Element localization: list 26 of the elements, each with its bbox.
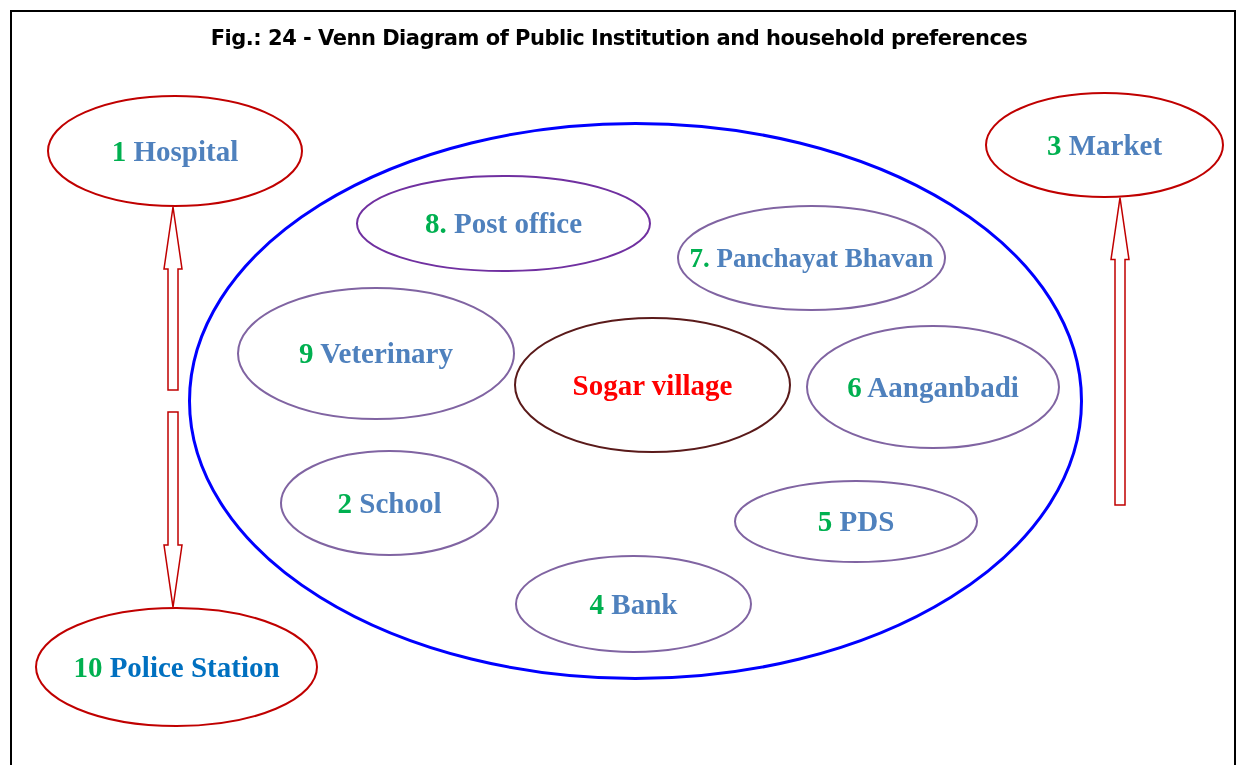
ellipse-node	[806, 325, 1060, 449]
node-label: 7. Panchayat Bhavan	[689, 243, 934, 273]
node-label: 10 Police Station	[73, 651, 280, 683]
node-label: 5 PDS	[817, 506, 895, 537]
ellipse-node	[677, 205, 946, 311]
node-label: 2 School	[337, 487, 442, 519]
hollow-arrow	[163, 206, 183, 391]
node-label: 3 Market	[1046, 129, 1163, 161]
hollow-arrow	[163, 411, 183, 608]
ellipse-node	[237, 287, 515, 420]
ellipse-node	[514, 317, 791, 453]
node-label: 9 Veterinary	[299, 338, 453, 369]
node-label: 1 Hospital	[111, 135, 239, 167]
node-label: 4 Bank	[589, 588, 678, 620]
ellipse-node	[356, 175, 651, 272]
figure-title: Fig.: 24 - Venn Diagram of Public Institution and household preferences	[209, 26, 1029, 50]
node-label: 8. Post office	[425, 208, 582, 239]
ellipse-node	[515, 555, 752, 653]
hollow-arrow	[1110, 196, 1130, 506]
ellipse-node	[985, 92, 1224, 198]
node-label: Sogar village	[572, 369, 733, 401]
ellipse-node	[47, 95, 303, 207]
ellipse-node	[734, 480, 978, 563]
node-label: 6 Aanganbadi	[847, 371, 1019, 403]
ellipse-node	[280, 450, 499, 556]
ellipse-node	[35, 607, 318, 727]
